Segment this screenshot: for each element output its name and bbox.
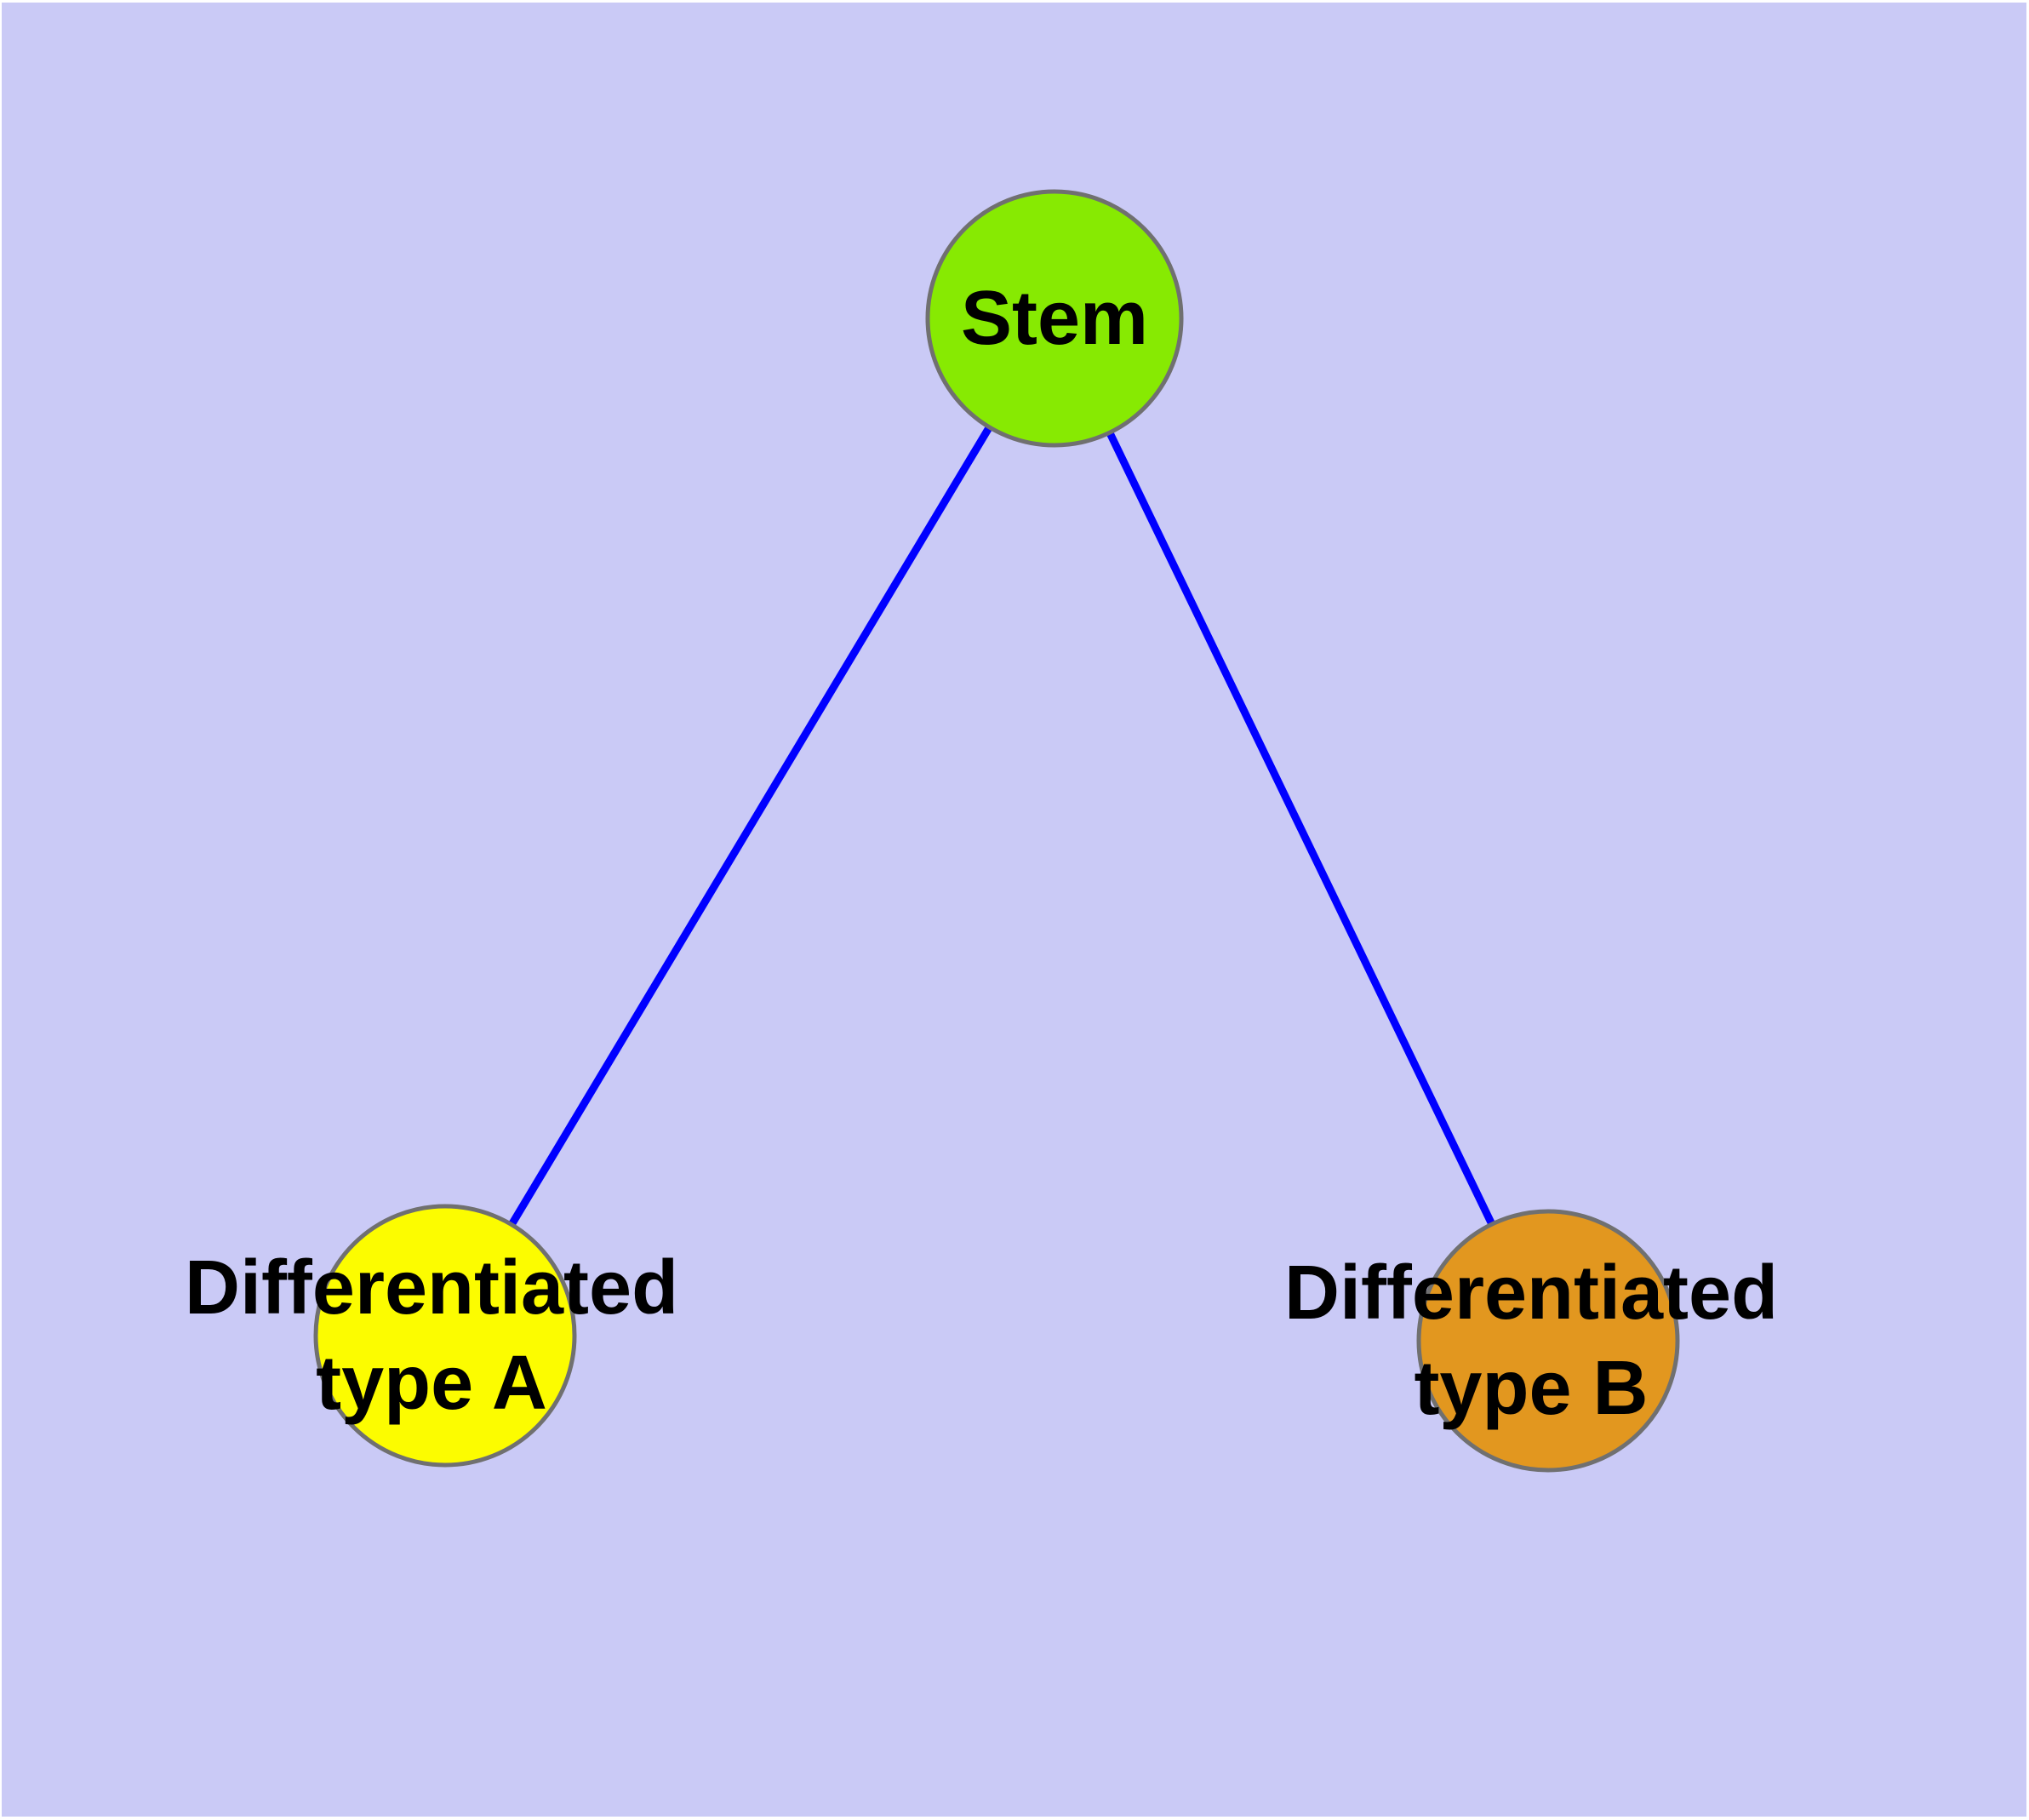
node-stem-label: Stem [961, 271, 1148, 366]
node-type-a-circle [313, 1204, 577, 1468]
graph-svg-layer [313, 189, 1680, 1473]
edge-stem-to-type-a [442, 316, 1058, 1338]
node-type-a-label: Differentiated type A [185, 1240, 678, 1431]
plot-background: Stem Differentiated type A Differentiate… [2, 3, 2026, 1817]
node-type-b-label: Differentiated type B [1284, 1245, 1778, 1436]
node-type-a-label-line1: Differentiated [184, 1245, 679, 1331]
node-type-b-label-line1: Differentiated [1283, 1251, 1779, 1336]
node-stem-label-line: Stem [960, 276, 1149, 361]
node-type-b-label-line2: type B [1414, 1346, 1649, 1431]
edge-stem-to-type-b [1050, 317, 1552, 1342]
node-type-b-circle [1416, 1209, 1680, 1473]
node-type-a-label-line2: type A [316, 1341, 547, 1426]
node-stem-circle [925, 189, 1184, 448]
